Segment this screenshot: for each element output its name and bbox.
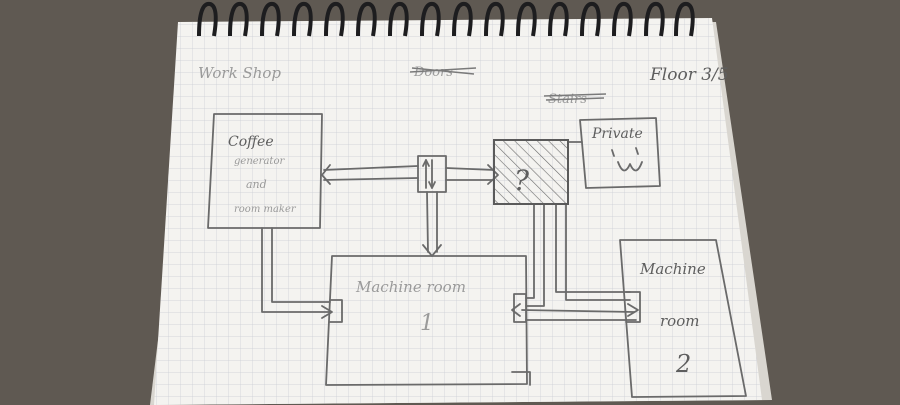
private-face-mouth xyxy=(617,161,643,172)
private-room-label: Private xyxy=(591,126,643,142)
struck-stairs-label: Stairs xyxy=(543,92,607,107)
arrow-to-generator xyxy=(321,164,331,185)
generator-room-labels: Coffee generator and room maker xyxy=(228,134,297,215)
header-left-label: Work Shop xyxy=(198,64,281,82)
arrow-into-machine1 xyxy=(321,305,333,319)
generator-line-3: and xyxy=(246,178,267,191)
machine-room-1-labels: Machine room 1 xyxy=(355,278,466,336)
arrow-to-machine1 xyxy=(422,244,442,257)
door-machine2 xyxy=(625,291,641,323)
door-machine1-left xyxy=(329,299,343,323)
generator-line-4: room maker xyxy=(234,204,297,215)
hub-arrow-heads xyxy=(422,159,436,189)
door-machine1-right xyxy=(513,293,527,323)
struck-doors-label: Doors xyxy=(409,65,477,80)
machine-room-2-box xyxy=(619,239,747,398)
spiral-binding xyxy=(197,1,695,37)
generator-room-box xyxy=(207,113,323,229)
arrow-into-machine1-right xyxy=(511,303,521,317)
arrow-into-machine2 xyxy=(627,303,639,317)
hub-box xyxy=(417,155,447,193)
corridor-gen-machine1 xyxy=(261,227,331,313)
machine1-line-2: 1 xyxy=(420,311,434,336)
machine1-line-1: Machine room xyxy=(355,278,466,296)
private-room-box xyxy=(579,117,661,189)
hatched-room-mark: ? xyxy=(514,164,530,197)
generator-line-1: Coffee xyxy=(228,134,274,150)
hub-inner-arrows xyxy=(425,159,433,189)
hatched-stair-room xyxy=(493,139,569,205)
machine-room-2-labels: Machine room 2 xyxy=(639,260,706,378)
machine2-line-3: 2 xyxy=(675,350,691,378)
header-right-label: Floor 3/5 xyxy=(649,65,729,85)
machine-room-1-corner xyxy=(511,371,531,386)
corridor-hub-machine1 xyxy=(426,191,438,253)
machine2-line-2: room xyxy=(660,312,699,330)
private-face-eyes xyxy=(611,147,639,157)
generator-line-2: generator xyxy=(234,156,285,167)
machine-room-1-box xyxy=(325,255,528,386)
corridor-stair-machine1 xyxy=(525,203,545,307)
corridor-stair-machine2 xyxy=(555,203,631,301)
corridor-hub-stair xyxy=(445,167,495,181)
corridor-gen-hub xyxy=(323,165,419,181)
corridor-machine1-machine2 xyxy=(521,309,637,321)
header-center-label: Doors xyxy=(413,65,453,80)
machine2-line-1: Machine xyxy=(639,260,706,278)
